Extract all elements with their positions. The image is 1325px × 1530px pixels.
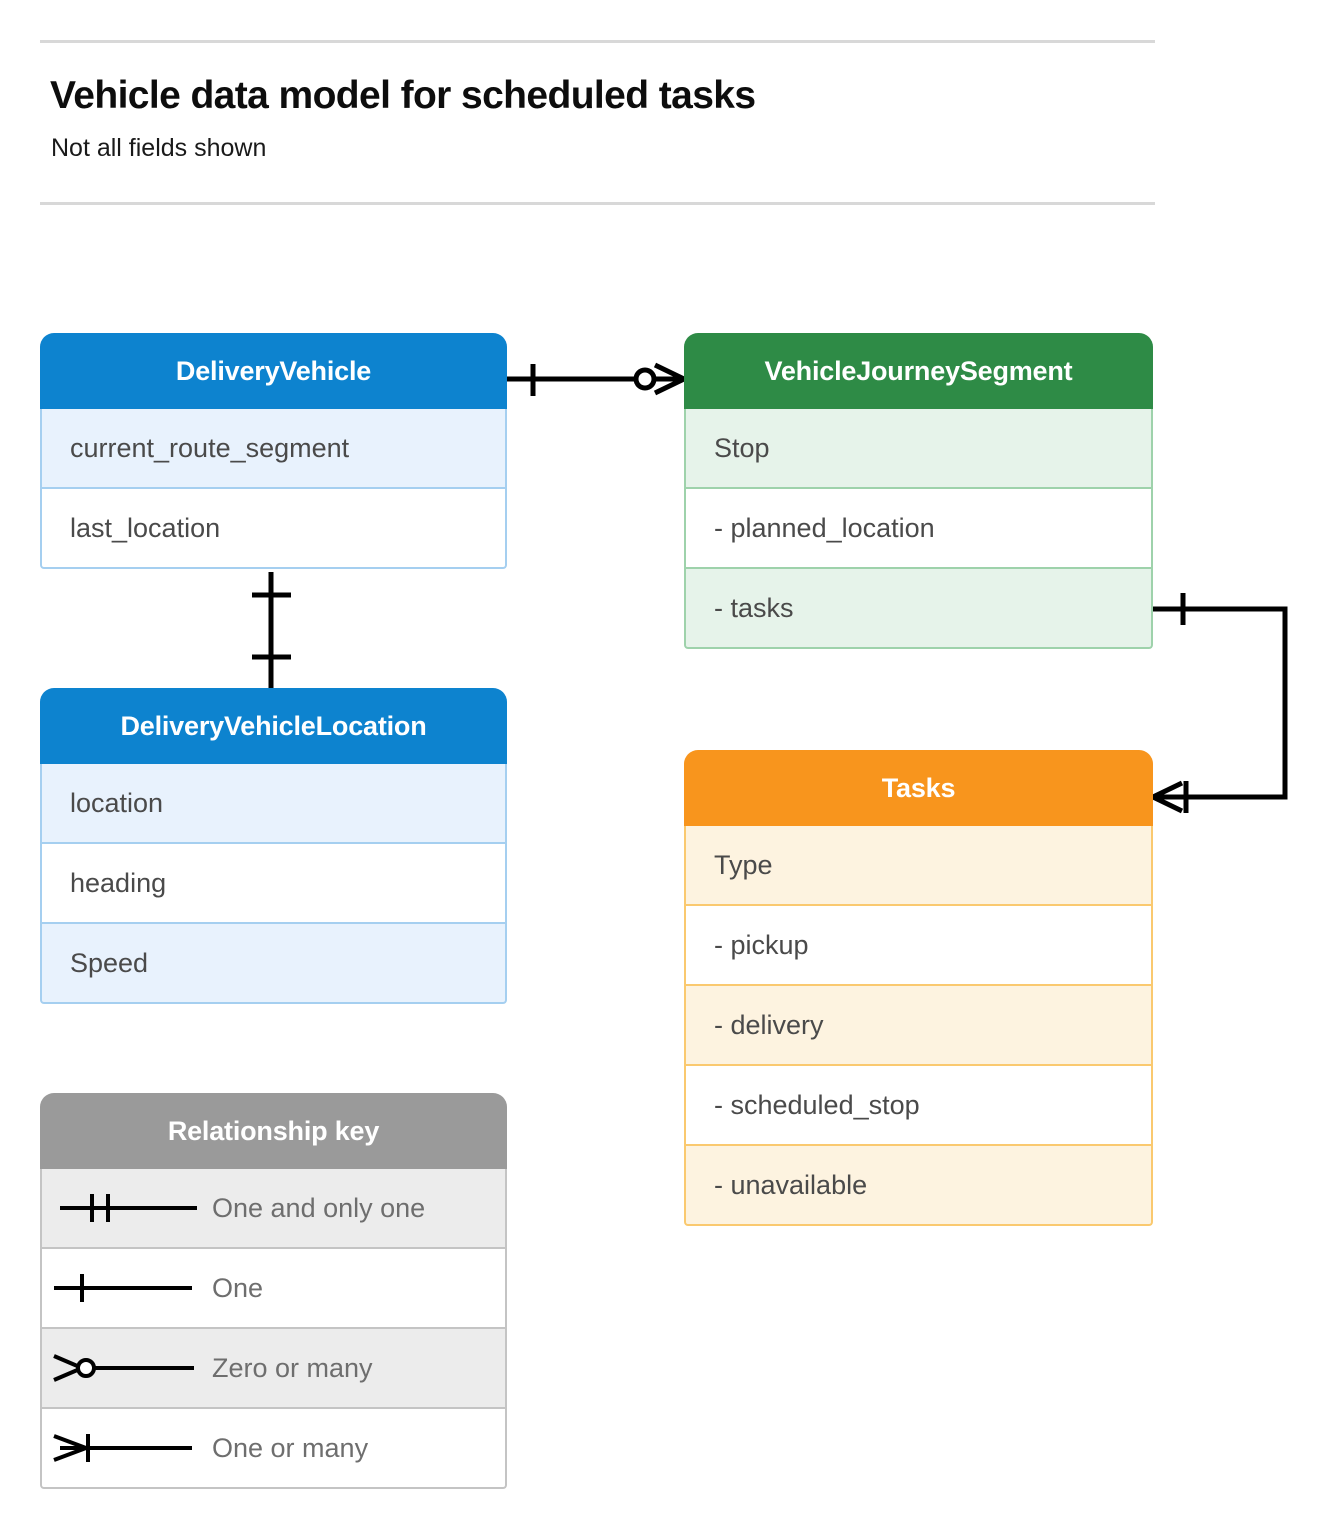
page-subtitle: Not all fields shown [51,134,267,162]
entity-field-row: - scheduled_stop [684,1066,1153,1146]
entity-vehicle-journey-segment[interactable]: VehicleJourneySegment Stop - planned_loc… [684,333,1153,649]
entity-field-row: Stop [684,409,1153,489]
entity-field-row: heading [40,844,507,924]
entity-field-row: current_route_segment [40,409,507,489]
connector-tasks-to-tasks-entity [1153,606,1288,800]
legend-item: Zero or many [40,1329,507,1409]
zero-or-many-symbol-icon [42,1329,212,1407]
entity-header-delivery-vehicle-location: DeliveryVehicleLocation [40,688,507,764]
entity-field-row: - unavailable [684,1146,1153,1226]
entity-tasks[interactable]: Tasks Type - pickup - delivery - schedul… [684,750,1153,1226]
legend-item-label: One or many [212,1432,369,1463]
legend-item-label: Zero or many [212,1352,373,1383]
one-or-many-symbol-icon [42,1409,212,1487]
entity-field-row: last_location [40,489,507,569]
one-symbol-icon [42,1249,212,1327]
entity-header-tasks: Tasks [684,750,1153,826]
entity-field-row: Type [684,826,1153,906]
entity-field-row: Speed [40,924,507,1004]
entity-delivery-vehicle[interactable]: DeliveryVehicle current_route_segment la… [40,333,507,569]
header-divider-top [40,40,1155,43]
entity-field-row: - delivery [684,986,1153,1066]
legend-item-label: One [212,1272,264,1303]
legend-item: One [40,1249,507,1329]
legend-item: One or many [40,1409,507,1489]
entity-field-row: - planned_location [684,489,1153,569]
relationship-key-legend[interactable]: Relationship key One and only one One [40,1093,507,1489]
header-divider-bottom [40,202,1155,205]
entity-delivery-vehicle-location[interactable]: DeliveryVehicleLocation location heading… [40,688,507,1004]
entity-field-row: - tasks [684,569,1153,649]
entity-field-row: location [40,764,507,844]
entity-header-delivery-vehicle: DeliveryVehicle [40,333,507,409]
entity-header-vehicle-journey-segment: VehicleJourneySegment [684,333,1153,409]
page-title: Vehicle data model for scheduled tasks [50,74,756,117]
cardinality-zero-circle [633,367,657,391]
legend-header: Relationship key [40,1093,507,1169]
legend-item: One and only one [40,1169,507,1249]
one-and-only-one-symbol-icon [42,1169,212,1247]
entity-field-row: - pickup [684,906,1153,986]
legend-item-label: One and only one [212,1192,426,1223]
